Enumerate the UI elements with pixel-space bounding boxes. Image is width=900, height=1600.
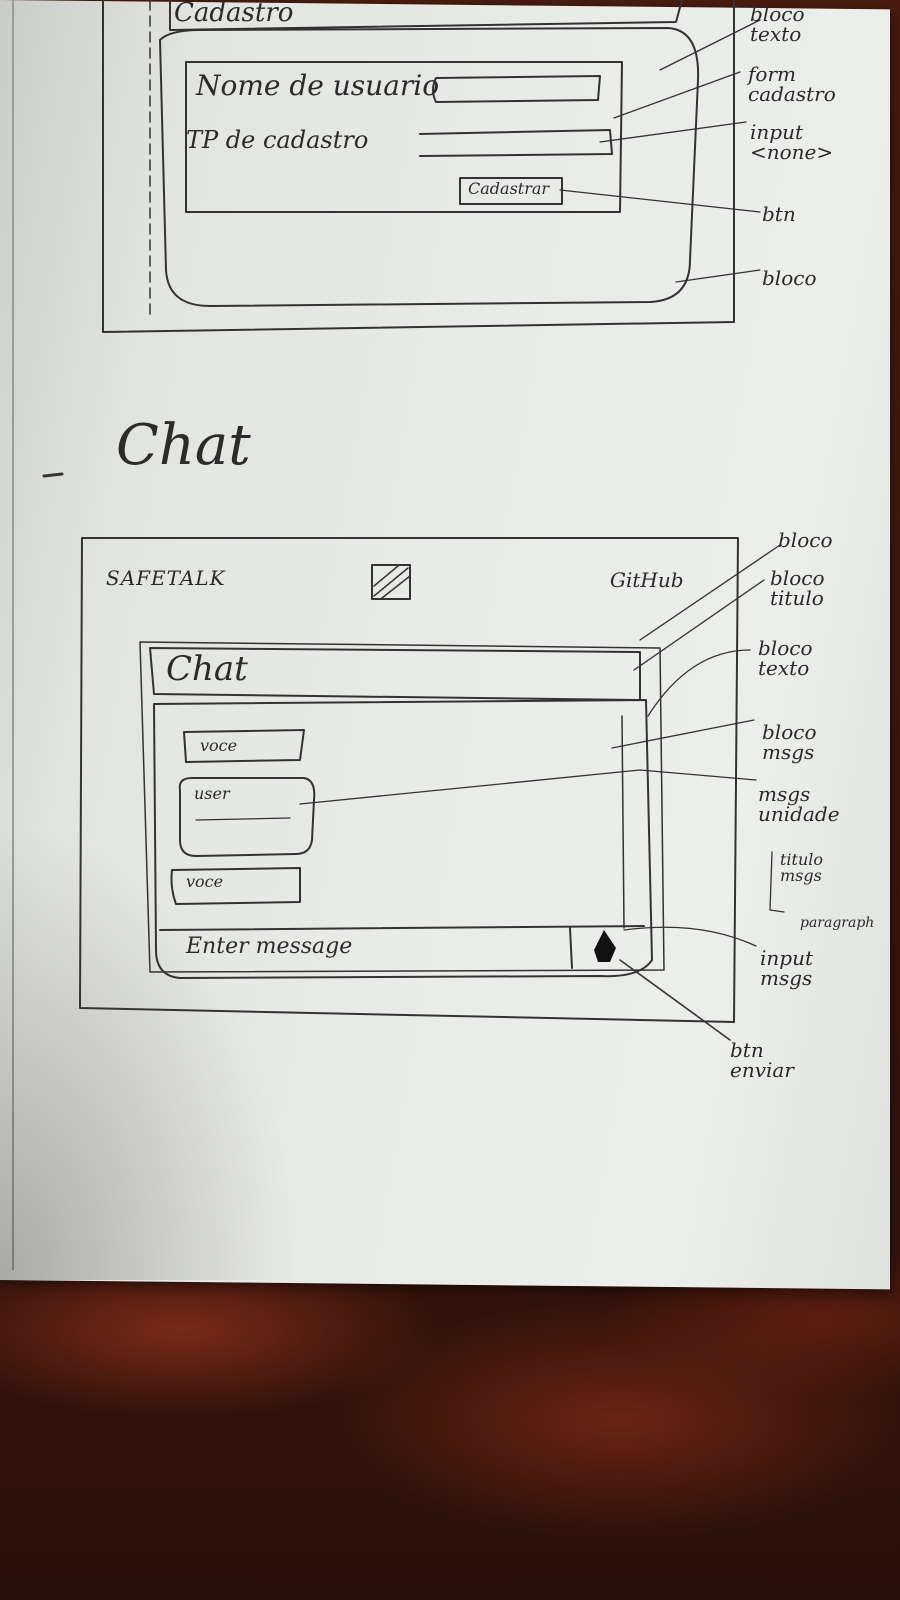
annotation-paragraph: paragraph [800, 915, 875, 931]
annotation-chat-text-block: bloco texto [758, 636, 813, 680]
chat-section-heading: Chat [116, 413, 251, 478]
chat-outer-window [79, 537, 739, 1023]
annotation-msg-unit: msgs unidade [758, 782, 840, 826]
pencil-sketch-lines [42, 0, 785, 1041]
annotation-msgs-block: bloco msgs [762, 720, 817, 764]
signup-username-input [432, 75, 601, 103]
message-2-author: user [194, 784, 230, 803]
message-1-author: voce [200, 736, 238, 755]
signup-username-label: Nome de usuario [196, 69, 440, 102]
message-3-author: voce [186, 872, 224, 891]
send-button-sketch [594, 930, 616, 962]
message-bubble-3 [170, 867, 301, 905]
annotation-chat-block: bloco [778, 528, 833, 552]
signup-type-input [419, 129, 613, 157]
chat-messages-block [153, 699, 653, 979]
signup-title-text: Cadastro [174, 0, 294, 28]
annotation-chat-title-block: bloco titulo [770, 566, 825, 610]
chat-title-text: Chat [166, 649, 248, 689]
message-bubble-1 [183, 729, 305, 763]
chat-logo-image [371, 564, 411, 600]
annotation-form: form cadastro [748, 62, 836, 106]
annotation-input-msg: input msgs [760, 946, 813, 990]
chat-github-link[interactable]: GitHub [610, 568, 684, 592]
signup-content-block [159, 27, 700, 307]
chat-input-bar [159, 925, 645, 931]
signup-button-label[interactable]: Cadastrar [468, 179, 550, 198]
annotation-text-block: bloco texto [750, 2, 805, 46]
signup-type-label: TP de cadastro [186, 126, 369, 154]
chat-logo-text: SAFETALK [106, 566, 226, 590]
annotation-send-button: btn enviar [730, 1038, 794, 1082]
signup-title-box [169, 0, 683, 31]
signup-form-box [185, 61, 623, 213]
chat-content-block [139, 641, 665, 973]
annotation-block: bloco [762, 266, 817, 290]
chat-input-placeholder[interactable]: Enter message [186, 934, 353, 959]
annotation-msg-title: titulo msgs [780, 850, 824, 885]
message-bubble-2 [178, 777, 316, 857]
annotation-input: input <none> [750, 120, 834, 164]
chat-scrollbar [621, 715, 625, 929]
signup-submit-button [459, 177, 563, 205]
signup-outer-frame [102, 0, 735, 333]
annotation-button: btn [762, 202, 796, 226]
